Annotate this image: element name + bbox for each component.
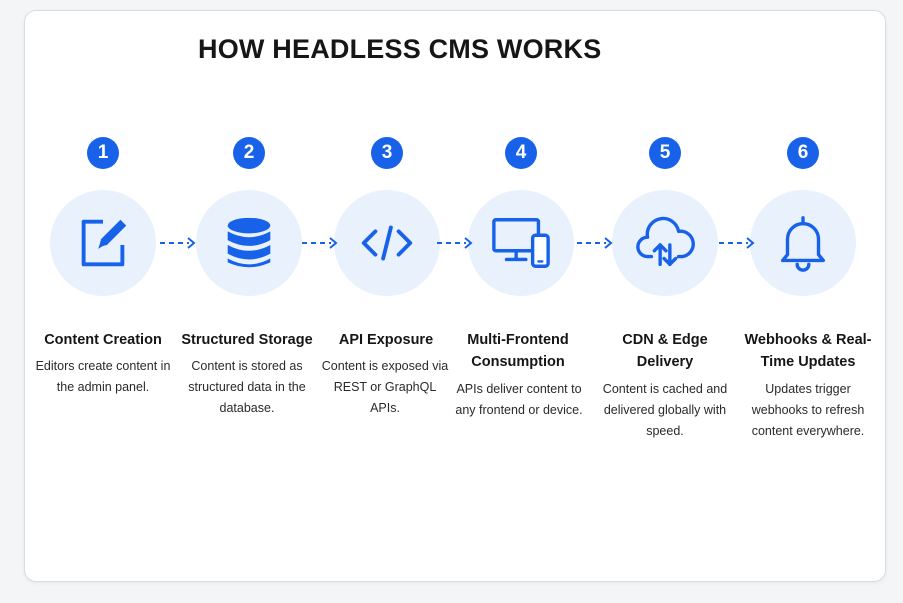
step-2-badge: 2	[233, 137, 265, 169]
devices-icon	[492, 218, 550, 268]
step-6-description: Updates trigger webhooks to refresh cont…	[751, 382, 865, 438]
step-3-badge: 3	[371, 137, 403, 169]
step-4-badge: 4	[505, 137, 537, 169]
step-2-title: Structured Storage	[181, 332, 313, 348]
diagram-card	[24, 10, 886, 582]
cloud-sync-icon	[636, 216, 695, 267]
step-2-description: Content is stored as structured data in …	[188, 359, 306, 415]
step-5-description: Content is cached and delivered globally…	[602, 382, 728, 438]
step-5-title: CDN & Edge Delivery	[622, 332, 708, 370]
step-4-description: APIs deliver content to any frontend or …	[455, 382, 583, 417]
arrow-right-icon	[577, 237, 613, 249]
bell-icon	[780, 216, 826, 272]
step-3-icon-circle	[334, 190, 440, 296]
step-1-description: Editors create content in the admin pane…	[35, 359, 171, 394]
diagram-title: HOW HEADLESS CMS WORKS	[198, 34, 602, 64]
step-1-badge: 1	[87, 137, 119, 169]
database-icon	[227, 217, 271, 268]
step-4-title: Multi-Frontend Consumption	[467, 332, 569, 370]
step-5-icon-circle	[612, 190, 718, 296]
arrow-right-icon	[719, 237, 755, 249]
arrow-right-icon	[302, 237, 338, 249]
arrow-right-icon	[437, 237, 473, 249]
step-6-icon-circle	[750, 190, 856, 296]
step-3-description: Content is exposed via REST or GraphQL A…	[321, 359, 449, 415]
step-4-icon-circle	[468, 190, 574, 296]
arrow-right-icon	[160, 237, 196, 249]
step-5-badge: 5	[649, 137, 681, 169]
step-6-badge: 6	[787, 137, 819, 169]
step-1-icon-circle	[50, 190, 156, 296]
step-1-title: Content Creation	[44, 332, 162, 348]
step-2-icon-circle	[196, 190, 302, 296]
step-3-title: API Exposure	[338, 332, 434, 348]
code-icon	[361, 225, 413, 261]
step-6-title: Webhooks & Real-Time Updates	[744, 332, 872, 370]
edit-icon	[81, 219, 127, 267]
